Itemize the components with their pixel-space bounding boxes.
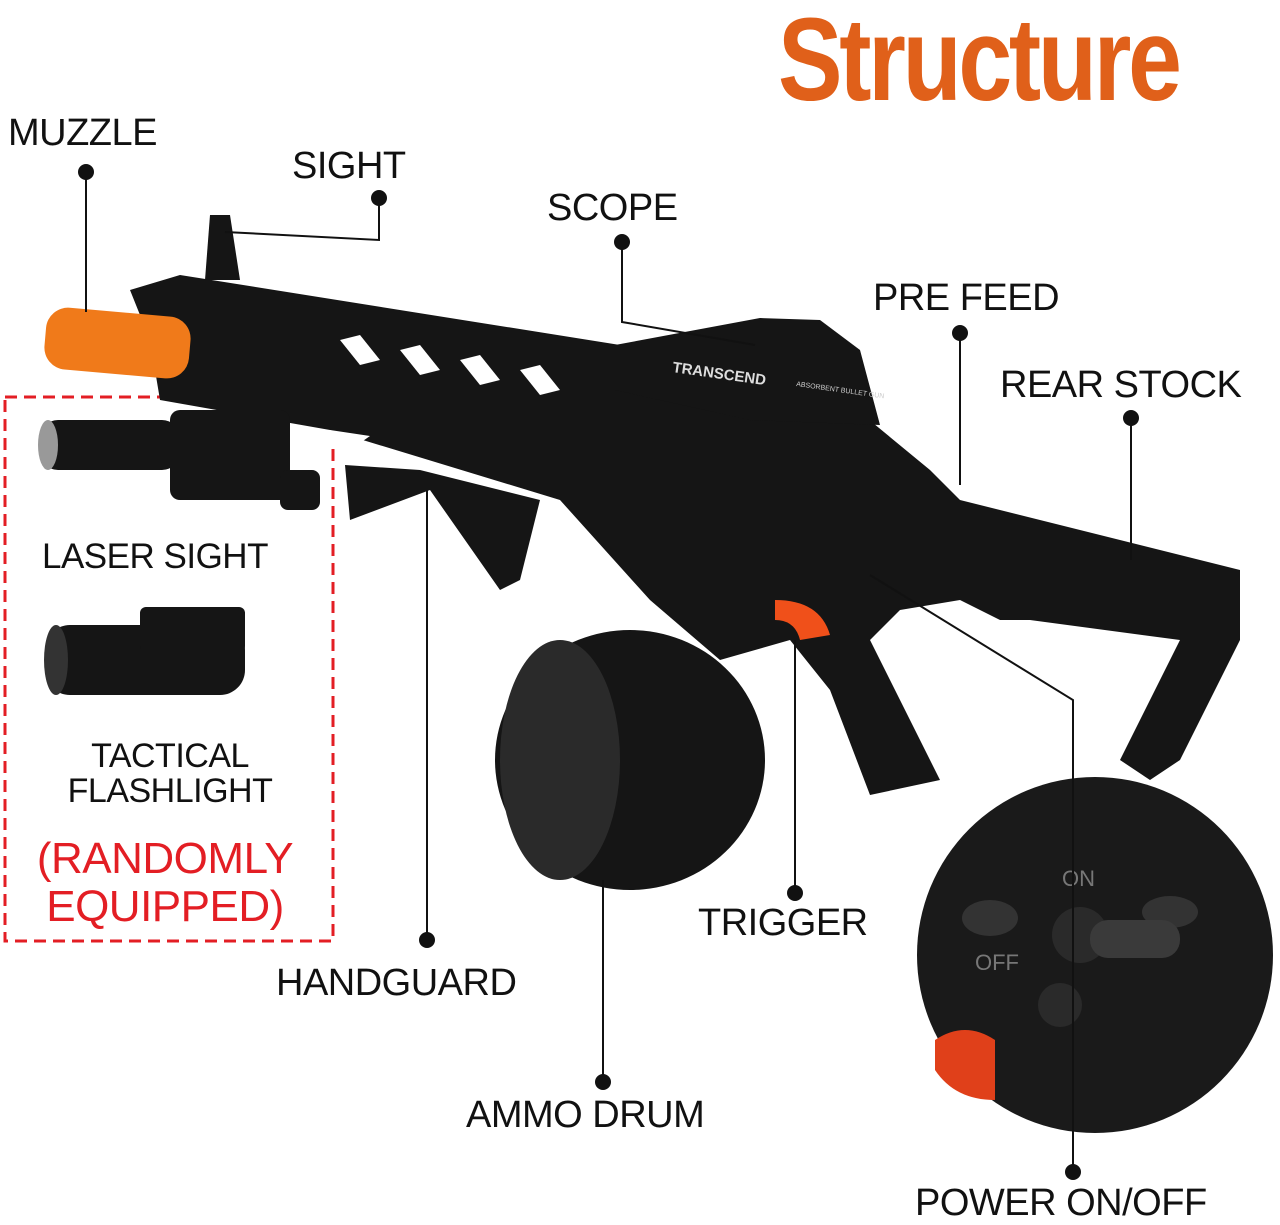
- flashlight-image: [44, 607, 245, 695]
- laser-sight-image: [38, 410, 320, 510]
- muzzle-tip: [44, 307, 191, 379]
- page-title: Structure: [778, 0, 1182, 126]
- label-ammo-drum: AMMO DRUM: [466, 1094, 705, 1136]
- label-equipped: EQUIPPED): [46, 882, 284, 931]
- label-muzzle: MUZZLE: [8, 112, 158, 154]
- label-power: POWER ON/OFF: [915, 1182, 1207, 1224]
- label-sight: SIGHT: [292, 145, 406, 187]
- label-pre-feed: PRE FEED: [873, 277, 1060, 319]
- label-flashlight: FLASHLIGHT: [67, 772, 273, 810]
- label-tactical: TACTICAL: [91, 737, 249, 775]
- gun-image: TRANSCEND ABSORBENT BULLET GUN: [130, 215, 1240, 890]
- label-randomly: (RANDOMLY: [36, 834, 294, 883]
- label-rear-stock: REAR STOCK: [1000, 364, 1242, 406]
- leader-dots: [78, 164, 1139, 1180]
- label-scope: SCOPE: [547, 187, 678, 229]
- label-laser-sight: LASER SIGHT: [42, 537, 268, 576]
- switch-on-text: ON: [1062, 866, 1095, 891]
- switch-off-text: OFF: [975, 950, 1019, 975]
- power-switch-inset: ON OFF: [917, 777, 1273, 1133]
- leader-lines: [85, 172, 1132, 1172]
- trigger-part: [775, 600, 830, 640]
- label-trigger: TRIGGER: [698, 902, 868, 944]
- label-handguard: HANDGUARD: [276, 962, 517, 1004]
